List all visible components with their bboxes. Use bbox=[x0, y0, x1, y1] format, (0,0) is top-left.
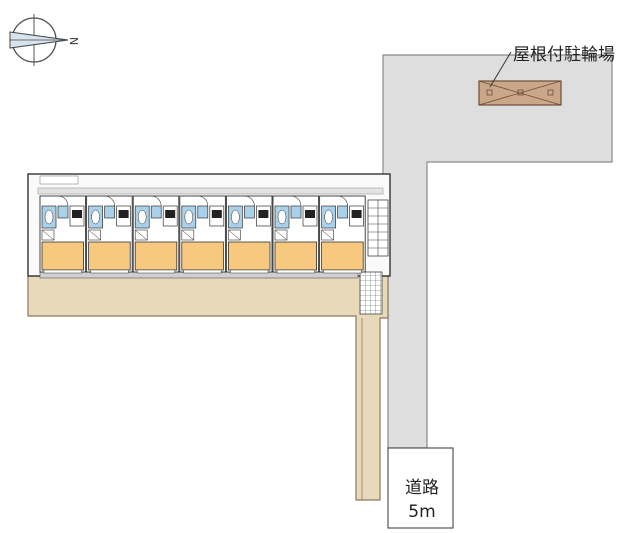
apartment-unit bbox=[39, 195, 87, 274]
stair-grid bbox=[359, 271, 383, 315]
apartment-unit bbox=[319, 195, 366, 274]
apartment-building bbox=[27, 173, 391, 315]
apartment-unit bbox=[132, 195, 180, 274]
parking-label: 屋根付駐輪場 bbox=[513, 45, 615, 65]
stairs bbox=[367, 199, 389, 257]
apartment-unit bbox=[179, 195, 226, 274]
parking-leader-line bbox=[489, 51, 512, 88]
planting-area bbox=[27, 275, 389, 501]
road bbox=[387, 447, 454, 529]
road-label: 道路 5m bbox=[392, 476, 452, 524]
apartment-unit bbox=[86, 195, 133, 274]
apartment-unit bbox=[272, 195, 320, 274]
paved-area bbox=[382, 54, 613, 449]
compass-icon: N bbox=[9, 14, 80, 66]
road-name: 道路 bbox=[405, 478, 439, 498]
apartment-unit bbox=[225, 195, 273, 274]
north-letter: N bbox=[67, 37, 80, 45]
road-width: 5m bbox=[408, 502, 436, 522]
covered-bicycle-parking bbox=[478, 80, 562, 106]
